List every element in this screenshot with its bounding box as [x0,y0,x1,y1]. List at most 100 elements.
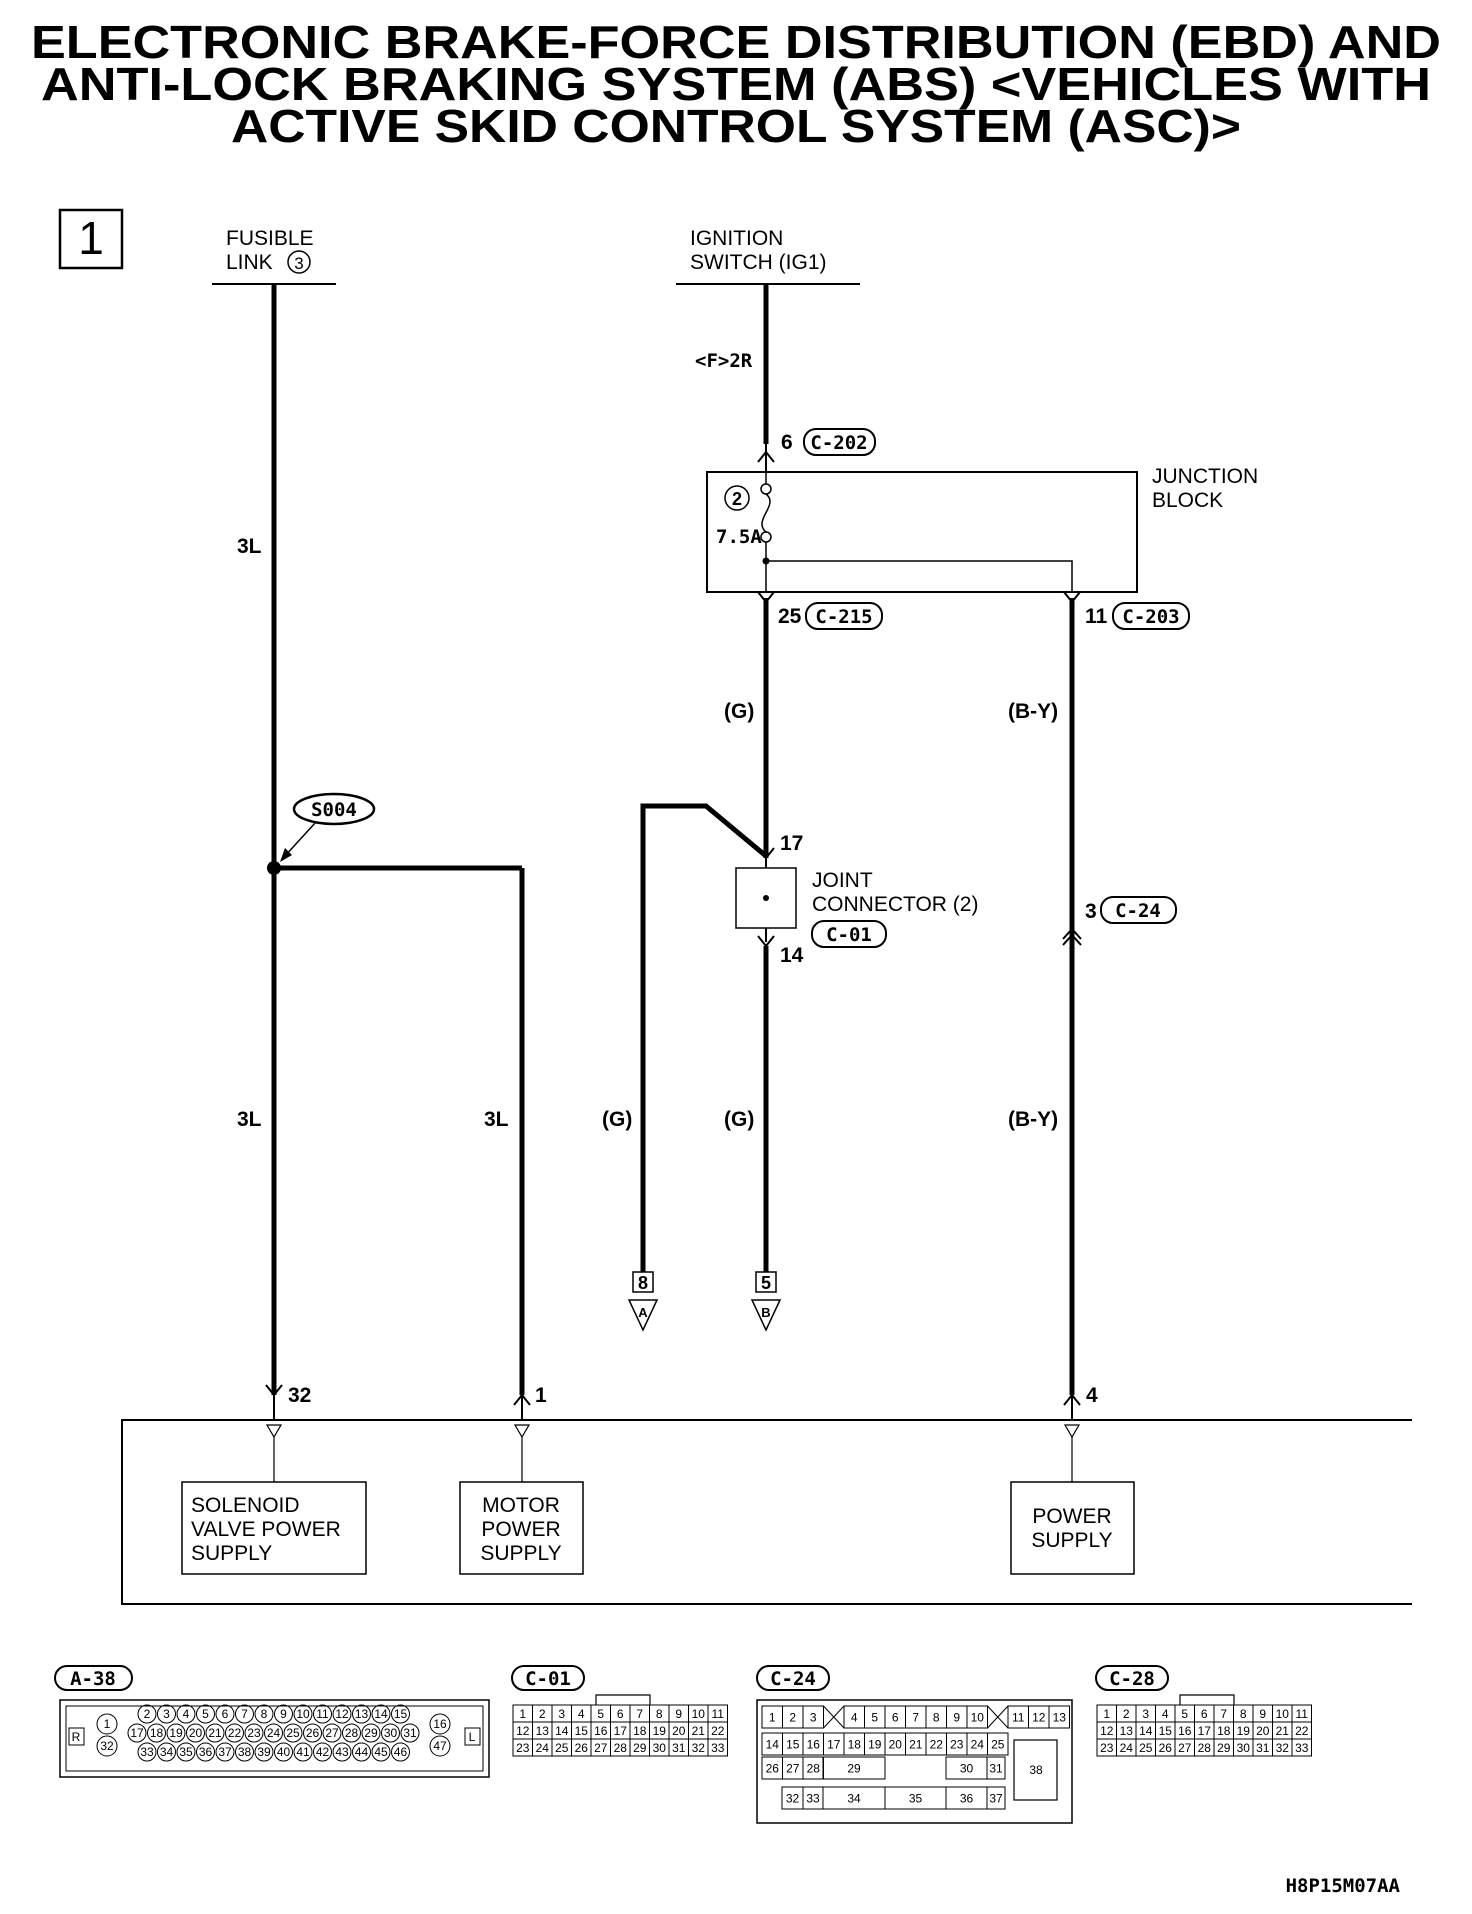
ecu-pin-32: 32 [288,1384,311,1407]
a38-pin-cell [196,1704,215,1724]
c01-pin-number: 8 [656,1707,663,1721]
fusible-link-number: 3 [294,254,303,273]
a38-pin-number: 28 [345,1726,359,1740]
c203-connector: C-203 [1122,606,1179,628]
a38-pin-cell [196,1742,215,1762]
c28-pin-number: 29 [1217,1741,1231,1755]
c24-pin-number: 11 [1012,1711,1025,1725]
a38-pin-cell [381,1723,400,1743]
c24-pin-number: 30 [960,1762,974,1776]
c24-pin-number: 5 [871,1711,878,1725]
a38-pin-cell [225,1723,244,1743]
a38-pin-number: 39 [257,1745,271,1759]
c28-pin-number: 31 [1256,1741,1270,1755]
c28-pin-number: 16 [1178,1724,1192,1738]
c28-pin-number: 26 [1159,1741,1173,1755]
a38-pin-number: 42 [316,1745,330,1759]
wire-label-green-upper: (G) [724,700,754,723]
c24-pin-cell [966,1705,988,1729]
a38-inner [65,1705,484,1772]
a38-pin-cell [96,1713,118,1735]
c24-pin-number: 18 [848,1738,862,1752]
c28-pin-number: 3 [1142,1707,1149,1721]
c28-pin-number: 9 [1259,1707,1266,1721]
c24-pin-number: 31 [989,1762,1003,1776]
a38-pin-number: 13 [355,1707,369,1721]
a38-pin-cell [176,1704,196,1724]
a38-pin-cell [215,1742,235,1762]
a38-pin-cell [400,1723,420,1743]
c24-pin-number: 36 [960,1792,974,1806]
a38-pin-cell [176,1742,196,1762]
c24-pin: 3 [1085,900,1097,923]
c24-pin-number: 25 [991,1738,1005,1752]
c01-pin-number: 31 [672,1741,686,1755]
c24-pin-number: 26 [766,1762,780,1776]
ignition-label-2: SWITCH (IG1) [690,251,827,274]
a38-label: A-38 [70,1668,116,1690]
c24-view-tag [756,1665,830,1691]
fuse-rating: 7.5A [716,526,762,548]
c202-tag [803,428,876,456]
a38-pin-number: 3 [163,1707,170,1721]
a38-pin-cell [371,1704,391,1724]
a38-pin-cell [137,1704,157,1724]
a38-pin-number: 29 [364,1726,378,1740]
c01-pin-number: 5 [597,1707,604,1721]
a38-pin-number: 15 [394,1707,408,1721]
c24-pin-number: 28 [807,1762,821,1776]
splice-leader [283,821,317,858]
a38-pin-cell [371,1742,391,1762]
joint-connector-pin-in: 17 [780,832,803,855]
c24-pin-cell [986,1786,1006,1810]
c01-pin-number: 22 [711,1724,725,1738]
a38-pin-cell [361,1723,381,1743]
a38-pin-number: 45 [374,1745,388,1759]
c01-pin-number: 6 [617,1707,624,1721]
a38-pin-cell [313,1742,332,1762]
c28-pin-number: 18 [1217,1724,1231,1738]
ecu-outline [121,1419,1412,1605]
splice-id-oval [292,792,376,826]
a38-pin-cell [235,1742,254,1762]
c28-pin-number: 13 [1120,1724,1134,1738]
a38-side-right: L [469,1730,476,1744]
a38-pin-number: 1 [104,1717,111,1731]
a38-pin-cell [264,1723,283,1743]
c01-pin-number: 25 [555,1741,569,1755]
c24-pin-number: 9 [953,1711,960,1725]
c01-pin-number: 33 [711,1741,725,1755]
c24-pin-number: 21 [909,1738,923,1752]
fuse-contact-bottom [760,531,772,543]
c28-pin-number: 33 [1295,1741,1309,1755]
c28-pin-number: 19 [1237,1724,1251,1738]
c01-pin-number: 12 [516,1724,530,1738]
a38-pin-cell [147,1723,166,1743]
c28-pin-number: 6 [1201,1707,1208,1721]
wire-label-fl-lower: 3L [237,1108,262,1131]
wire-label-by-upper: (B-Y) [1008,700,1058,723]
wire-label-ign: <F>2R [695,350,753,372]
c203-tag [1112,602,1190,630]
c215-connector: C-215 [815,606,872,628]
c24-connector: C-24 [1115,900,1161,922]
a38-pin-cell [391,1742,410,1762]
c24-pin-number: 24 [971,1738,985,1752]
c01-pin-number: 28 [614,1741,628,1755]
a38-pin-cell [244,1723,264,1743]
c24-pin-number: 13 [1053,1711,1067,1725]
c24-pin-number: 34 [847,1792,861,1806]
a38-pin-cell [157,1742,176,1762]
page-number: 1 [78,212,104,264]
wire-label-fl-upper: 3L [237,535,262,558]
fuse-number-circle [724,485,750,511]
c01-pin-number: 1 [519,1707,526,1721]
c01-pin-number: 23 [516,1741,530,1755]
continuation-b-number: 5 [761,1273,771,1293]
c24-pin-number: 20 [889,1738,903,1752]
a38-pin-number: 10 [296,1707,310,1721]
continuation-a-letter: A [638,1305,648,1320]
c24-terminal-1 [1062,927,1082,940]
